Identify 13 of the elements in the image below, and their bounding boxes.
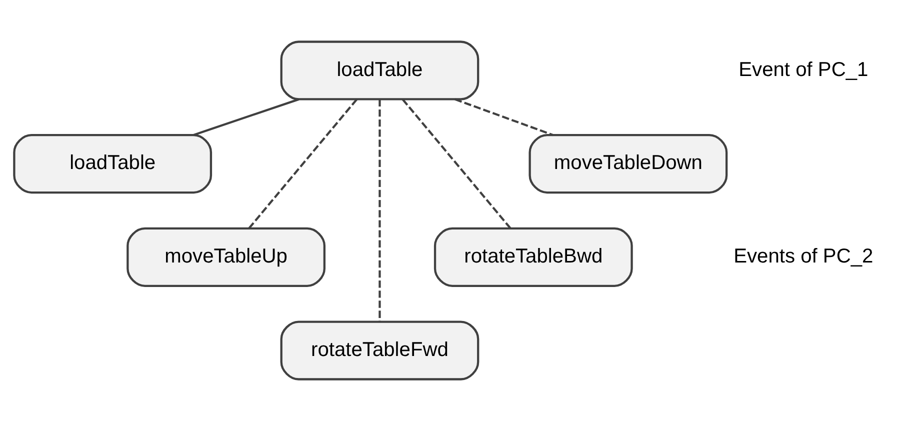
connector: [248, 98, 358, 229]
connector: [454, 98, 554, 136]
node-box: moveTableDown: [528, 134, 728, 194]
node-box: rotateTableBwd: [434, 227, 633, 287]
node-box: rotateTableFwd: [280, 320, 480, 380]
node-box: loadTable: [280, 40, 480, 100]
connector: [378, 100, 381, 322]
node-box: loadTable: [13, 134, 212, 194]
label: Events of PC_2: [734, 245, 874, 268]
label: Event of PC_1: [738, 58, 868, 81]
connector: [402, 98, 512, 229]
connector: [192, 98, 300, 136]
node-box: moveTableUp: [126, 227, 326, 287]
